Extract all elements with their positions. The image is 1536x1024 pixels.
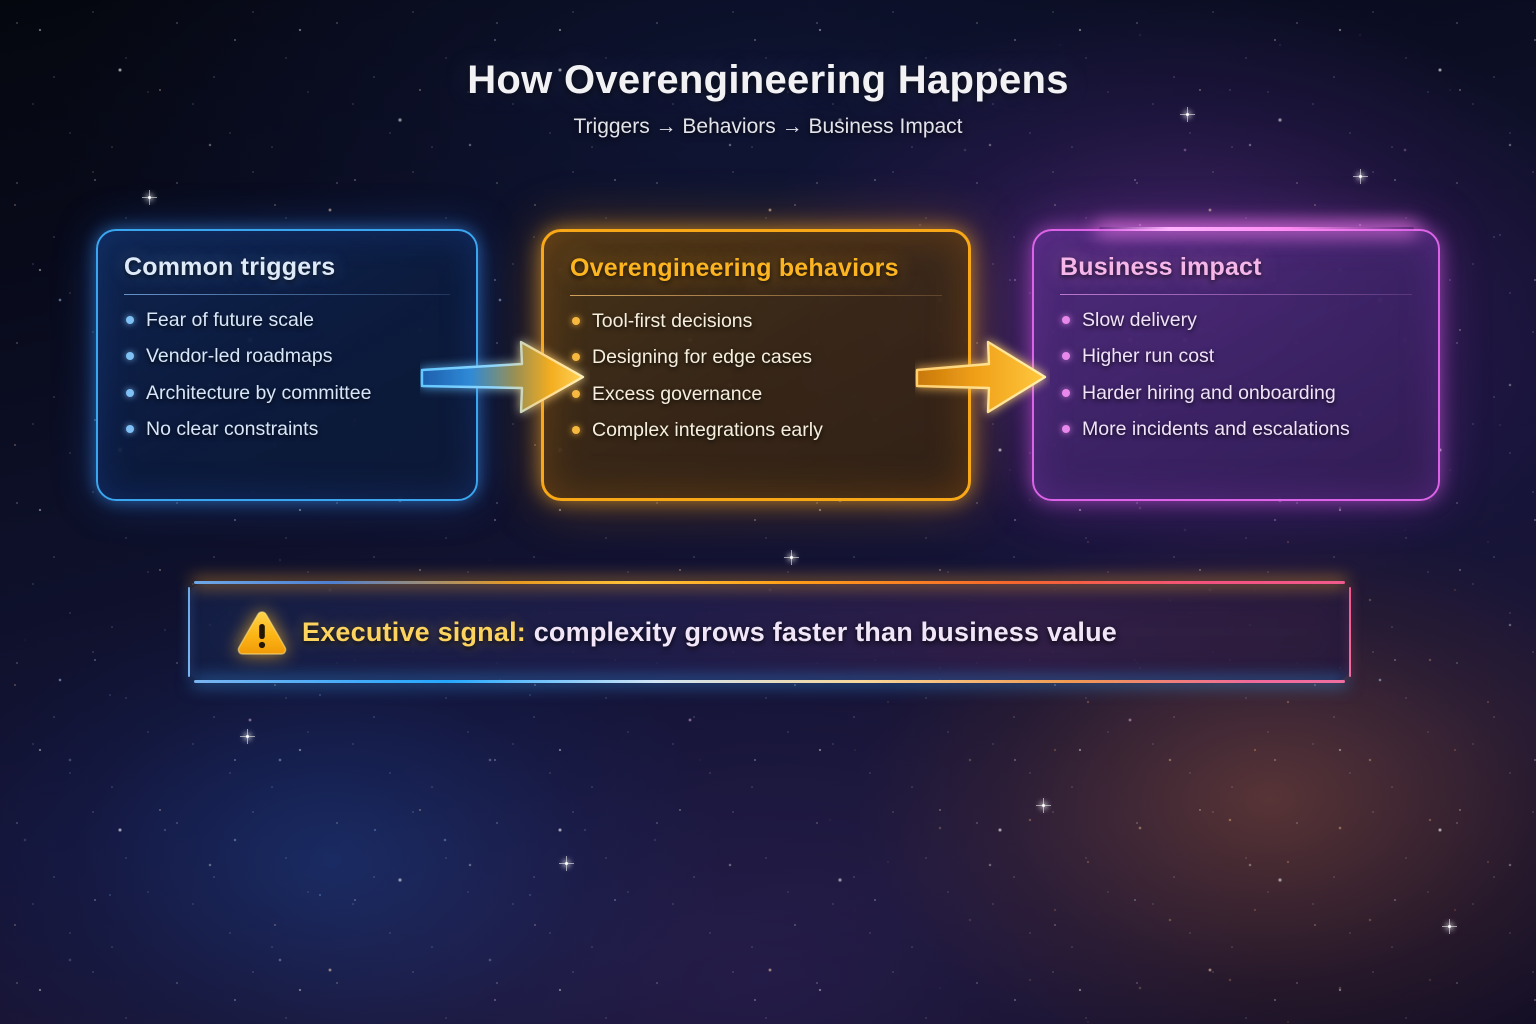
header: How Overengineering Happens Triggers → B… (0, 58, 1536, 139)
bright-star (142, 190, 157, 205)
bright-star (240, 729, 255, 744)
card-list: Tool-first decisions Designing for edge … (570, 310, 942, 442)
list-item: More incidents and escalations (1060, 418, 1412, 440)
banner-lead-text: Executive signal: (302, 616, 526, 647)
banner-left-border (188, 587, 190, 677)
bright-star (1442, 919, 1457, 934)
arrow-behaviors-to-impact-icon (915, 340, 1047, 414)
arrow-triggers-to-behaviors-icon (420, 340, 585, 414)
card-list: Slow delivery Higher run cost Harder hir… (1060, 309, 1412, 441)
executive-signal-banner[interactable]: Executive signal: complexity grows faste… (188, 581, 1351, 683)
list-item: Harder hiring and onboarding (1060, 382, 1412, 404)
bright-star (784, 550, 799, 565)
list-item: Vendor-led roadmaps (124, 345, 450, 367)
bright-star (1180, 107, 1195, 122)
card-divider (1060, 294, 1412, 295)
warning-triangle-icon (237, 611, 287, 655)
card-list: Fear of future scale Vendor-led roadmaps… (124, 309, 450, 441)
card-business-impact[interactable]: Business impact Slow delivery Higher run… (1032, 227, 1440, 501)
bright-star (1353, 169, 1368, 184)
list-item: Designing for edge cases (570, 346, 942, 368)
banner-top-border (194, 581, 1345, 584)
list-item: Fear of future scale (124, 309, 450, 331)
list-item: Complex integrations early (570, 419, 942, 441)
bright-star (1036, 798, 1051, 813)
list-item: Slow delivery (1060, 309, 1412, 331)
list-item: Tool-first decisions (570, 310, 942, 332)
banner-bottom-border (194, 680, 1345, 683)
card-overengineering-behaviors[interactable]: Overengineering behaviors Tool-first dec… (541, 229, 971, 501)
list-item: Architecture by committee (124, 382, 450, 404)
card-divider (570, 295, 942, 296)
banner-right-border (1349, 587, 1351, 677)
page-subtitle: Triggers → Behaviors → Business Impact (573, 115, 963, 138)
card-title: Overengineering behaviors (570, 254, 899, 282)
banner-rest-text: complexity grows faster than business va… (526, 616, 1117, 647)
banner-text: Executive signal: complexity grows faste… (302, 617, 1117, 648)
page-title: How Overengineering Happens (467, 58, 1069, 102)
card-divider (124, 294, 450, 295)
cards-row: Common triggers Fear of future scale Ven… (0, 227, 1536, 504)
list-item: No clear constraints (124, 418, 450, 440)
bright-star (559, 856, 574, 871)
card-title: Common triggers (124, 253, 336, 281)
card-title: Business impact (1060, 253, 1262, 281)
list-item: Higher run cost (1060, 345, 1412, 367)
list-item: Excess governance (570, 383, 942, 405)
